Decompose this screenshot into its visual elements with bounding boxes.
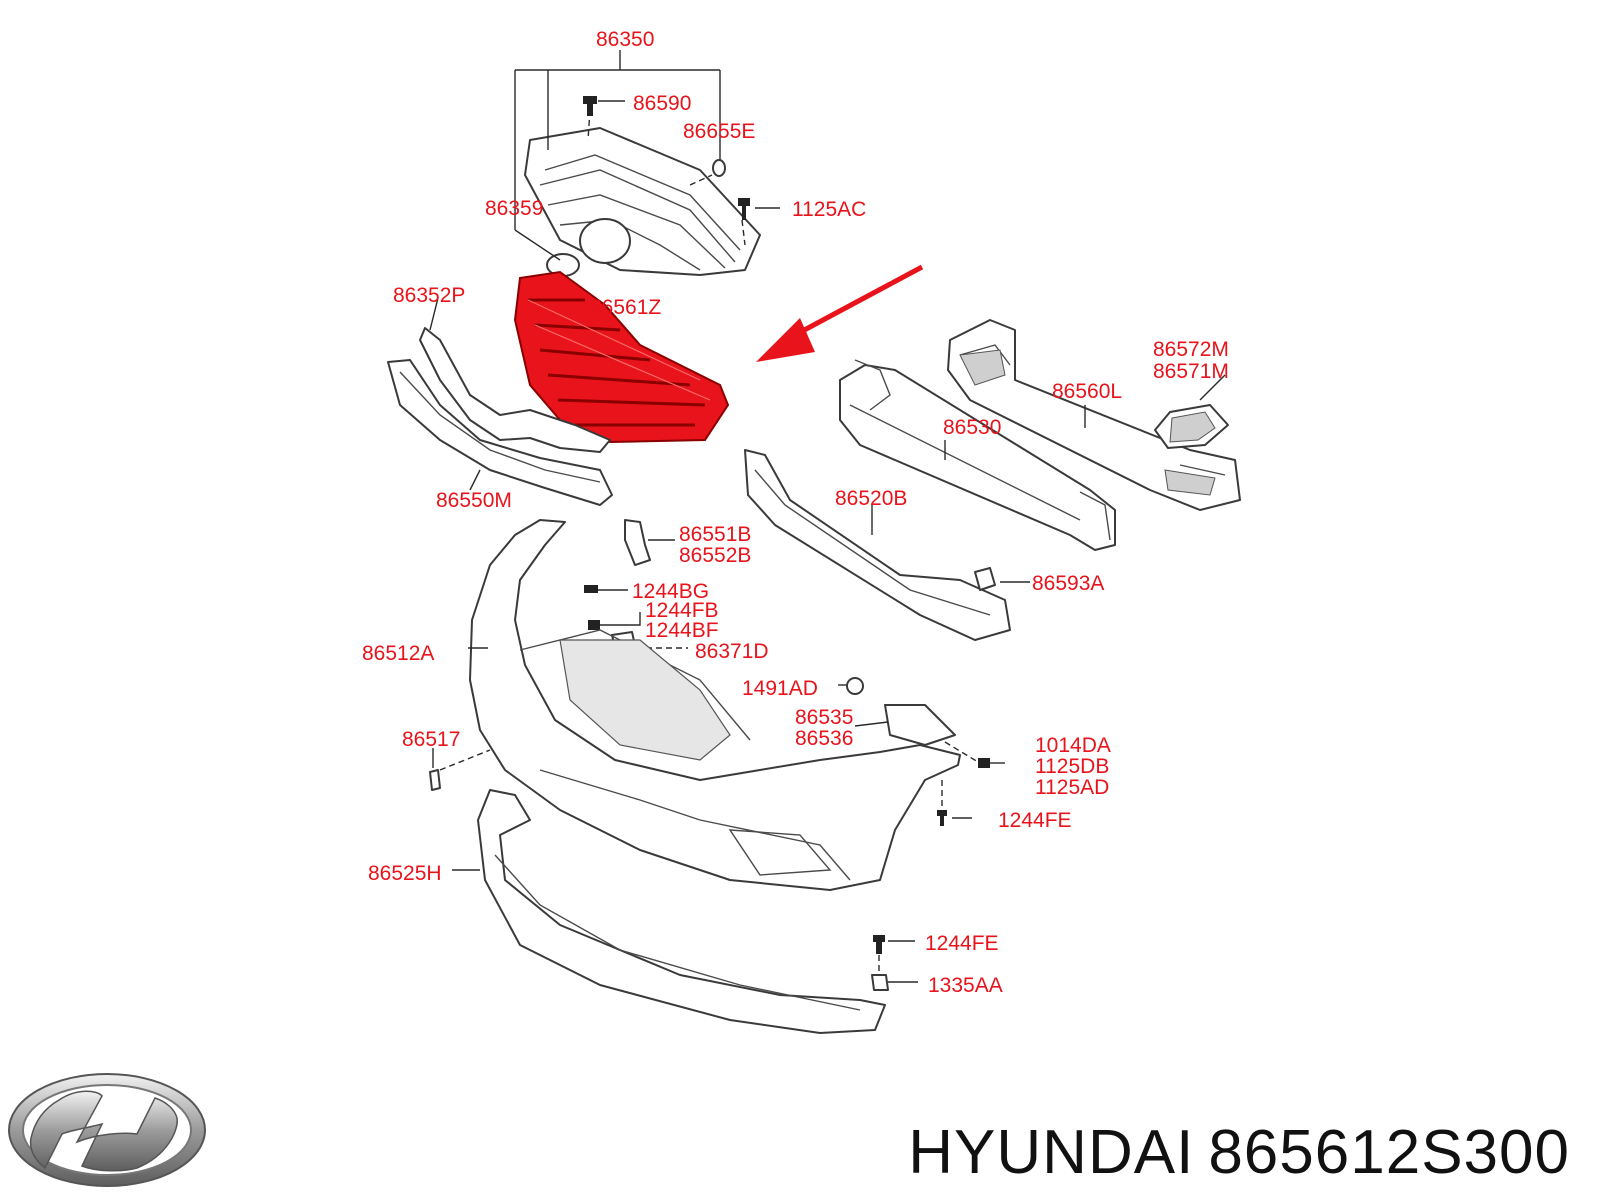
callout-86530: 86530 bbox=[943, 416, 1001, 439]
callout-86593A: 86593A bbox=[1032, 572, 1104, 595]
callout-1244BF: 1244BF bbox=[645, 619, 719, 642]
callout-86359: 86359 bbox=[485, 197, 543, 220]
callout-1491AD: 1491AD bbox=[742, 677, 818, 700]
callout-1125AC: 1125AC bbox=[792, 198, 866, 221]
clip-86593A bbox=[974, 567, 996, 591]
nut-1335AA bbox=[871, 974, 889, 991]
callout-1125DB: 1125DB bbox=[1035, 755, 1109, 778]
grille-moldings bbox=[387, 327, 613, 506]
hyundai-logo bbox=[8, 1073, 206, 1187]
clip-86655E bbox=[712, 159, 726, 177]
callout-86517: 86517 bbox=[402, 728, 460, 751]
callout-86512A: 86512A bbox=[362, 642, 434, 665]
callout-1244FE-a: 1244FE bbox=[998, 809, 1072, 832]
callout-86525H: 86525H bbox=[368, 862, 442, 885]
callout-86350: 86350 bbox=[596, 28, 654, 51]
lower-beam-86520B bbox=[744, 449, 1011, 641]
callout-86550M: 86550M bbox=[436, 489, 512, 512]
bumper-beam-86530 bbox=[839, 359, 1116, 551]
callout-86571M: 86571M bbox=[1153, 360, 1229, 383]
callout-86590: 86590 bbox=[633, 92, 691, 115]
callout-1335AA: 1335AA bbox=[928, 974, 1003, 997]
upper-grille-assembly bbox=[524, 127, 761, 277]
callout-1244BG: 1244BG bbox=[632, 580, 709, 603]
emblem-mount bbox=[579, 218, 631, 264]
callout-86352P: 86352P bbox=[393, 284, 465, 307]
callout-1244FE-b: 1244FE bbox=[925, 932, 999, 955]
clip-1491AD bbox=[846, 677, 864, 695]
callout-86551B: 86551B bbox=[679, 523, 751, 546]
callout-86535: 86535 bbox=[795, 706, 853, 729]
bolt-86590 bbox=[583, 96, 597, 116]
clip-86517 bbox=[429, 769, 441, 791]
pointer-arrow bbox=[756, 264, 924, 362]
callout-86371D: 86371D bbox=[695, 640, 769, 663]
bracket-86535 bbox=[884, 704, 956, 746]
callout-86655E: 86655E bbox=[683, 120, 755, 143]
callout-1244FB: 1244FB bbox=[645, 599, 719, 622]
callout-86560L: 86560L bbox=[1052, 380, 1122, 403]
callout-labels: 86350 86590 86655E 86359 1125AC 86352P 8… bbox=[362, 28, 1229, 997]
brand-name: HYUNDAI bbox=[908, 1118, 1195, 1187]
bolt-1244BG bbox=[584, 585, 598, 593]
bolt-1244BF bbox=[588, 620, 600, 630]
callout-86536: 86536 bbox=[795, 727, 853, 750]
bolt-1014DA bbox=[978, 758, 990, 768]
callout-86520B: 86520B bbox=[835, 487, 907, 510]
callout-1014DA: 1014DA bbox=[1035, 734, 1111, 757]
bolt-1244FE-b bbox=[873, 935, 885, 954]
highlighted-grille-86561Z bbox=[513, 270, 730, 444]
bracket-86551B bbox=[624, 519, 651, 566]
callout-86572M: 86572M bbox=[1153, 338, 1229, 361]
callout-86561Z: 86561Z bbox=[590, 296, 661, 319]
bolt-1244FE-a bbox=[937, 810, 947, 826]
bolt-1125AC bbox=[738, 198, 750, 220]
lower-skid-86525H bbox=[477, 789, 886, 1034]
callout-86552B: 86552B bbox=[679, 544, 751, 567]
callout-1125AD: 1125AD bbox=[1035, 776, 1109, 799]
bumper-cover-86512A bbox=[469, 519, 961, 891]
absorber-86560L bbox=[947, 319, 1241, 511]
part-number: 865612S300 bbox=[1208, 1118, 1570, 1187]
